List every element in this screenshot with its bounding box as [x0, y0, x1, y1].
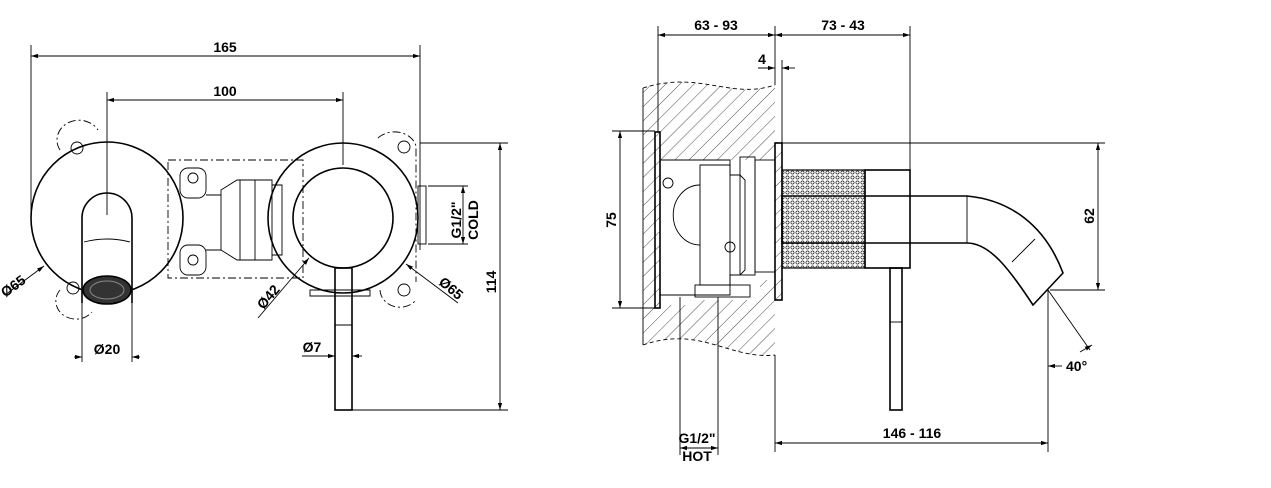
knurled-handle	[781, 169, 866, 269]
hot-label: HOT	[682, 448, 712, 464]
dim-spout-diameter: Ø20	[94, 341, 121, 357]
spout-side	[781, 195, 1064, 307]
valve-body	[179, 167, 427, 297]
dim-rosette-left-diameter: Ø65	[0, 272, 29, 301]
dim-spout-angle: 40°	[1066, 358, 1087, 374]
wall-section	[643, 82, 782, 356]
dim-body-height: 75	[603, 212, 619, 228]
spout	[81, 192, 133, 303]
dim-width-total: 165	[213, 39, 237, 55]
aerator	[82, 275, 132, 305]
handle	[292, 167, 394, 269]
cold-connection-size: G1/2"	[448, 202, 464, 239]
hot-connection-size: G1/2"	[679, 430, 716, 446]
dim-wall-depth: 63 - 93	[694, 17, 738, 33]
dim-handle-diameter: Ø42	[254, 281, 283, 312]
concealed-body-outline	[167, 159, 304, 279]
side-view: 63 - 93 73 - 43 4 75 62 146 - 116 40° G1…	[603, 17, 1105, 464]
front-view: 165 100 114	[0, 39, 508, 411]
dim-spout-height: 62	[1081, 208, 1097, 224]
dim-height-total: 114	[483, 270, 499, 293]
dim-rosette-right-diameter: Ø65	[436, 274, 467, 303]
lever-side	[889, 267, 903, 411]
dim-lever-diameter: Ø7	[303, 339, 322, 355]
cold-label: COLD	[465, 200, 481, 240]
dim-spout-reach: 146 - 116	[883, 425, 942, 441]
dim-body-projection: 73 - 43	[821, 17, 865, 33]
dim-plate-thickness: 4	[758, 51, 766, 67]
dim-center-distance: 100	[213, 83, 237, 99]
concealed-body-side	[659, 156, 776, 298]
lever	[334, 267, 353, 411]
mixer-rosette	[267, 142, 419, 294]
